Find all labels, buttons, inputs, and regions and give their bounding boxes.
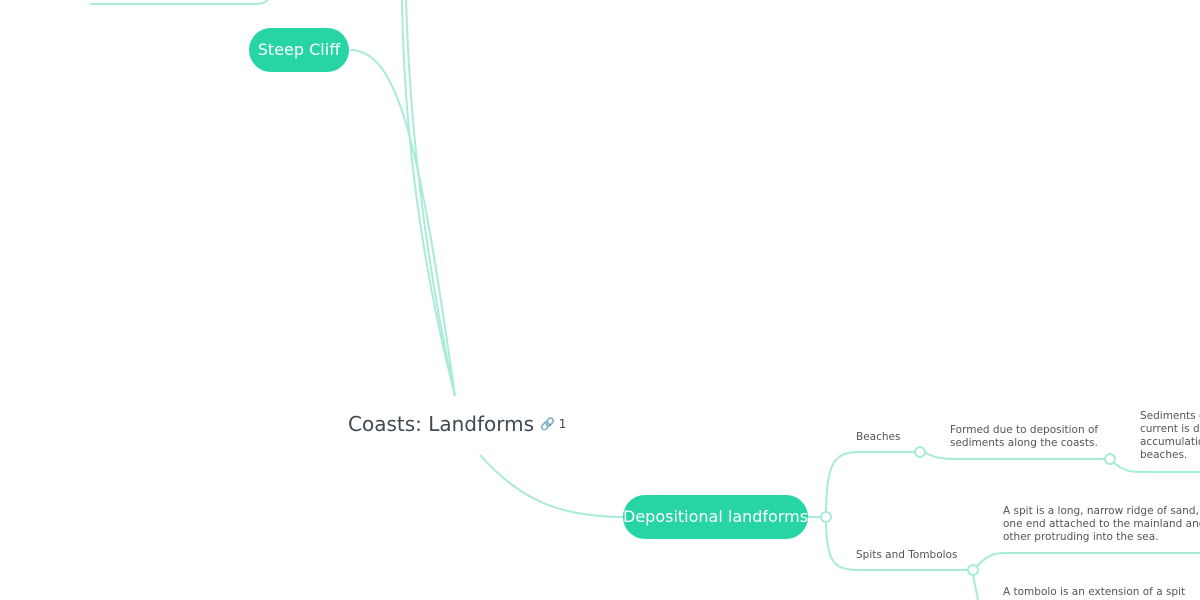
node-beaches[interactable]: Beaches (856, 431, 901, 443)
connector (976, 552, 1200, 567)
node-beaches-more[interactable]: Sediments c current is de accumulatio be… (1140, 410, 1200, 461)
node-steep-cliff[interactable]: Steep Cliff (249, 28, 349, 72)
connector (401, 0, 456, 397)
connector (479, 454, 626, 518)
node-depositional-landforms[interactable]: Depositional landforms (623, 495, 808, 539)
collapse-handle (1104, 453, 1116, 465)
node-tombolo-desc[interactable]: A tombolo is an extension of a spit (1003, 586, 1186, 598)
connector (972, 574, 979, 600)
connector (349, 49, 456, 397)
link-badge[interactable]: 🔗 1 (540, 417, 567, 431)
connector (825, 451, 918, 518)
node-beaches-desc[interactable]: Formed due to deposition of sediments al… (950, 424, 1099, 449)
collapse-handle (914, 446, 926, 458)
root-node-title[interactable]: Coasts: Landforms (348, 412, 535, 436)
connector (90, 0, 270, 5)
collapse-handle (820, 511, 832, 523)
connector (825, 516, 972, 571)
collapse-handle (967, 564, 979, 576)
node-spits-tombolos[interactable]: Spits and Tombolos (856, 549, 958, 561)
connector (405, 0, 456, 397)
connector (1112, 461, 1200, 473)
link-icon: 🔗 (540, 417, 555, 431)
node-spit-desc[interactable]: A spit is a long, narrow ridge of sand, … (1003, 505, 1200, 543)
connector (923, 451, 1108, 460)
